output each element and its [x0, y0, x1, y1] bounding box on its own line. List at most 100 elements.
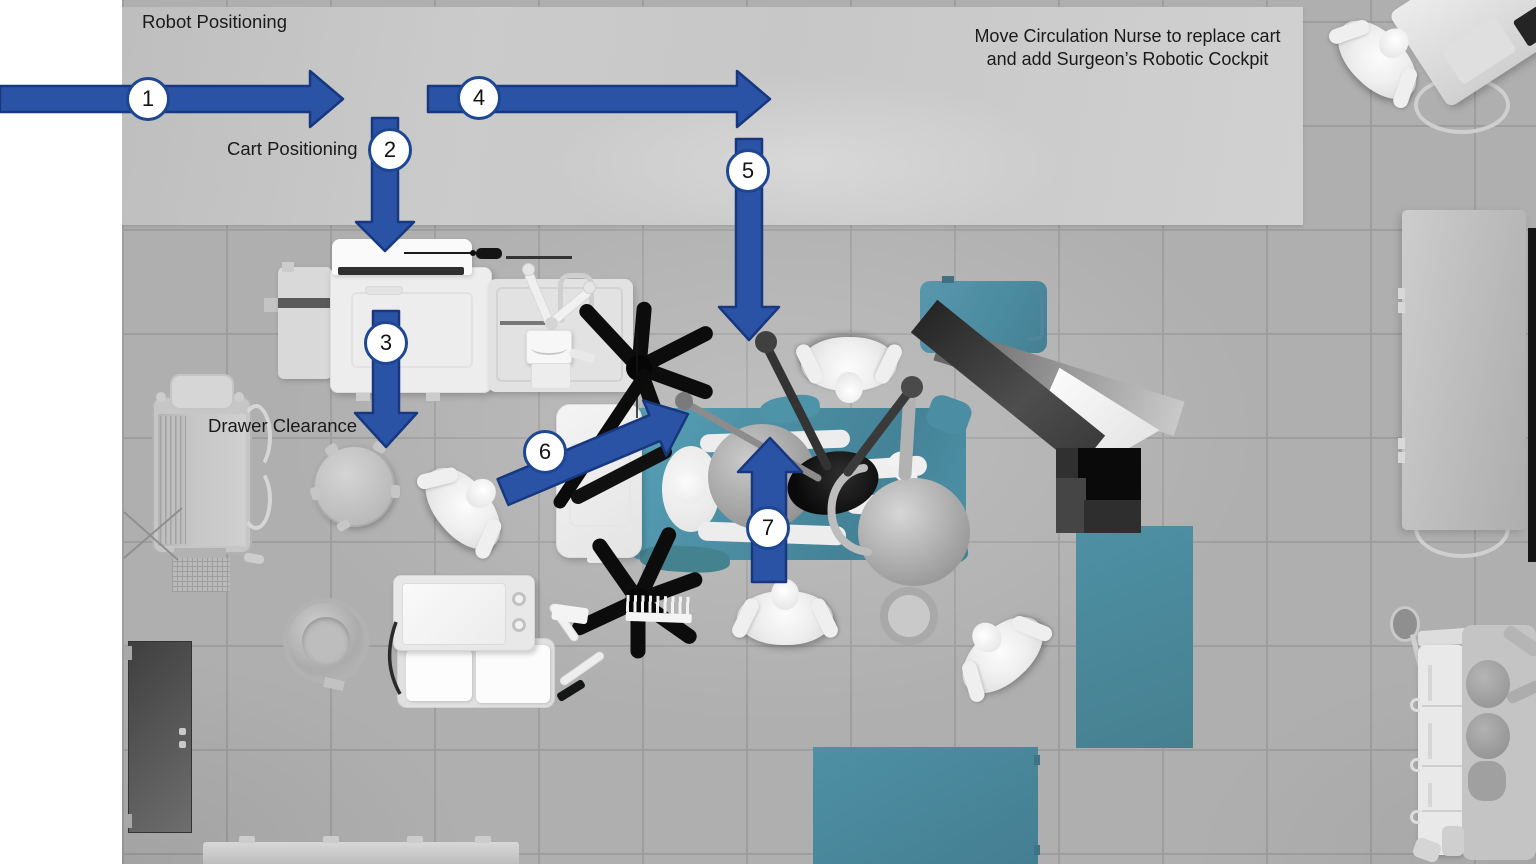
cart-top-lid	[332, 239, 472, 275]
instruction-line-2: and add Surgeon’s Robotic Cockpit	[986, 49, 1269, 69]
arm-cap	[583, 281, 596, 294]
drawer-slot	[1428, 723, 1432, 759]
tray-panel	[406, 649, 472, 701]
step-badge-5: 5	[726, 149, 770, 193]
side-table-clip	[1398, 438, 1405, 449]
scope-head	[526, 330, 572, 364]
monitor-knob	[512, 618, 526, 632]
side-table-clip	[1398, 452, 1405, 463]
cart-foot	[426, 393, 440, 401]
cart-antenna-dot	[470, 250, 476, 256]
upper-wall-zone	[122, 7, 1303, 225]
cabinet-handle	[179, 741, 186, 748]
supply-cabinet	[124, 641, 192, 833]
stretcher-rail	[240, 404, 272, 470]
cart-clip-c	[1410, 698, 1420, 712]
arm-hub	[545, 317, 558, 330]
stretcher-pillow	[170, 374, 234, 410]
microscope-arm	[495, 255, 615, 395]
instrument-table-round	[309, 440, 400, 533]
anesthesia-cart	[1384, 598, 1536, 864]
step-number: 5	[741, 158, 755, 183]
person-assistant	[729, 579, 841, 649]
tray-panel	[476, 645, 550, 703]
alignment-line	[636, 330, 638, 418]
stretcher	[148, 372, 274, 594]
sterile-table-bottom	[813, 747, 1040, 864]
instruction-line-1: Move Circulation Nurse to replace cart	[974, 26, 1281, 46]
step-badge-7: 7	[746, 506, 790, 550]
side-table-clip	[1398, 302, 1405, 313]
step-number: 2	[383, 137, 397, 162]
step-badge-6: 6	[523, 430, 567, 474]
scope-base	[531, 363, 571, 389]
step-number: 7	[761, 515, 775, 540]
arm-cap	[522, 263, 535, 276]
waste-bin	[283, 598, 369, 691]
step-number: 3	[379, 330, 393, 355]
robotic-arm-base	[1056, 448, 1141, 533]
cart-antenna-capsule	[476, 248, 502, 259]
arrow-step-1	[0, 69, 345, 129]
table-tab	[323, 836, 339, 843]
table-handle	[1028, 289, 1044, 341]
drawer-slot	[1428, 783, 1432, 807]
stretcher-post	[156, 392, 166, 402]
cabinet-handle	[179, 728, 186, 735]
person-head	[771, 579, 799, 610]
cart-wheel	[1442, 826, 1464, 856]
cart-dark-bar	[278, 298, 332, 308]
cabinet-hinge	[124, 814, 132, 828]
drawer-slot	[1428, 665, 1432, 701]
cart-lid-strip	[338, 267, 464, 275]
module-circle	[1468, 761, 1506, 801]
cart-clip-c	[1410, 810, 1420, 824]
cart-handle-notch	[365, 286, 403, 295]
bin-inner	[302, 617, 350, 665]
label-drawer-clearance: Drawer Clearance	[208, 415, 358, 436]
table-clip	[942, 276, 954, 283]
stretcher-basket	[172, 558, 230, 592]
kick-bucket-ring	[880, 587, 938, 645]
cart-module	[1462, 625, 1536, 860]
drawer-line	[1422, 705, 1462, 707]
stretcher-post	[234, 392, 244, 402]
arrow-step-6	[496, 399, 690, 507]
table-clip	[1034, 845, 1040, 855]
table-tab	[239, 836, 255, 843]
step-number: 4	[472, 85, 486, 110]
cart-left-module	[278, 267, 332, 379]
arm-rod	[500, 321, 550, 325]
robot-cart	[264, 237, 644, 402]
cabinet-hinge	[124, 646, 132, 660]
step-number: 6	[538, 439, 552, 464]
drawer-line	[1422, 810, 1462, 812]
cart-hook	[558, 273, 594, 327]
surgeon-stool	[858, 478, 970, 586]
step-badge-1: 1	[126, 77, 170, 121]
side-table	[1402, 210, 1526, 530]
cart-foot	[356, 393, 370, 401]
step-badge-2: 2	[368, 128, 412, 172]
cart-antenna	[404, 252, 500, 254]
wall-strip	[1528, 228, 1536, 562]
stretcher-underbar	[174, 548, 226, 558]
monitor-screen	[402, 583, 506, 645]
patient-head	[671, 468, 707, 504]
table-tab	[475, 836, 491, 843]
cart-clip-c	[1410, 758, 1420, 772]
cart-left-stub	[264, 298, 280, 312]
label-robot-positioning: Robot Positioning	[142, 11, 288, 32]
monitor-cart	[393, 575, 535, 651]
cart-side-rod	[506, 256, 572, 259]
side-table-clip	[1398, 288, 1405, 299]
module-circle	[1466, 713, 1510, 759]
drawer-line	[1422, 765, 1462, 767]
table-clip	[1034, 755, 1040, 765]
annotation-instruction: Move Circulation Nurse to replace cart a…	[945, 25, 1310, 71]
scope-lens-line	[531, 341, 567, 355]
base-step	[1056, 478, 1086, 533]
back-table	[203, 836, 519, 864]
